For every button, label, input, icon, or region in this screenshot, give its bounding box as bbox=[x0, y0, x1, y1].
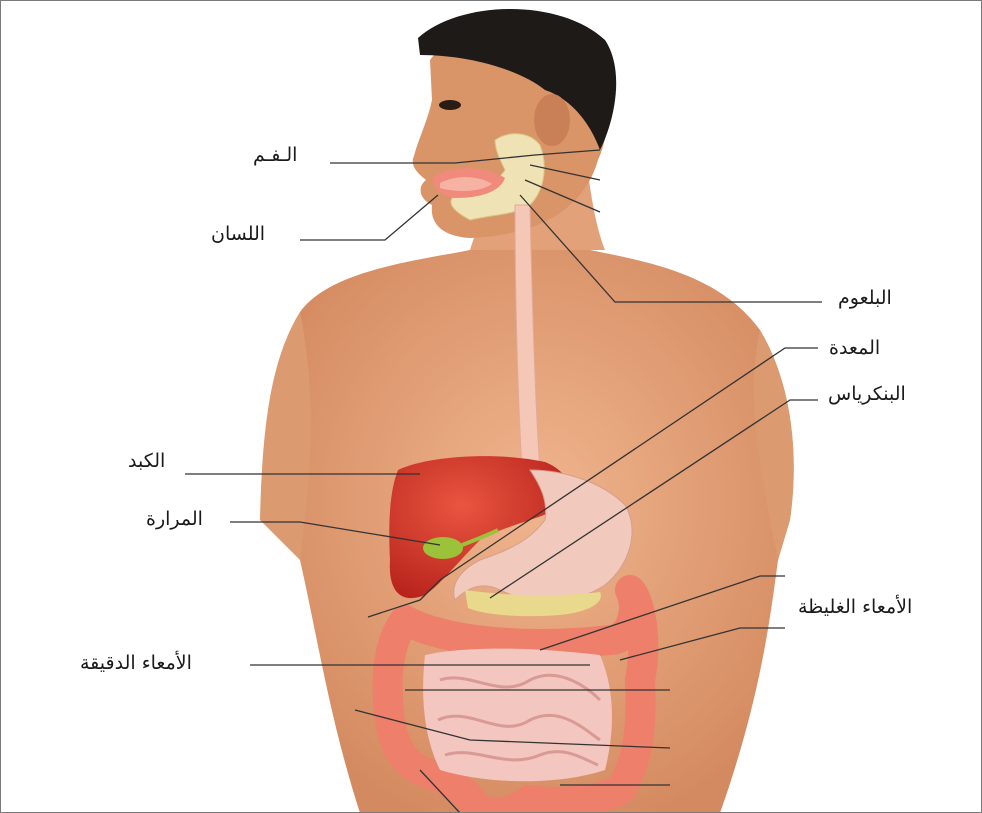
gallbladder bbox=[423, 537, 463, 559]
label-liver: الكبد bbox=[128, 452, 165, 471]
label-gallbladder: المرارة bbox=[146, 510, 203, 529]
label-tongue: اللسان bbox=[211, 225, 265, 244]
label-pancreas: البنكرياس bbox=[828, 385, 906, 404]
label-stomach: المعدة bbox=[829, 339, 880, 358]
ear bbox=[534, 94, 570, 146]
eye bbox=[439, 100, 461, 110]
label-mouth: الـفـم bbox=[253, 146, 297, 165]
label-small-intestine: الأمعاء الدقيقة bbox=[80, 654, 192, 673]
label-large-intestine: الأمعاء الغليظة bbox=[798, 598, 912, 617]
label-pharynx: البلعوم bbox=[838, 289, 892, 308]
